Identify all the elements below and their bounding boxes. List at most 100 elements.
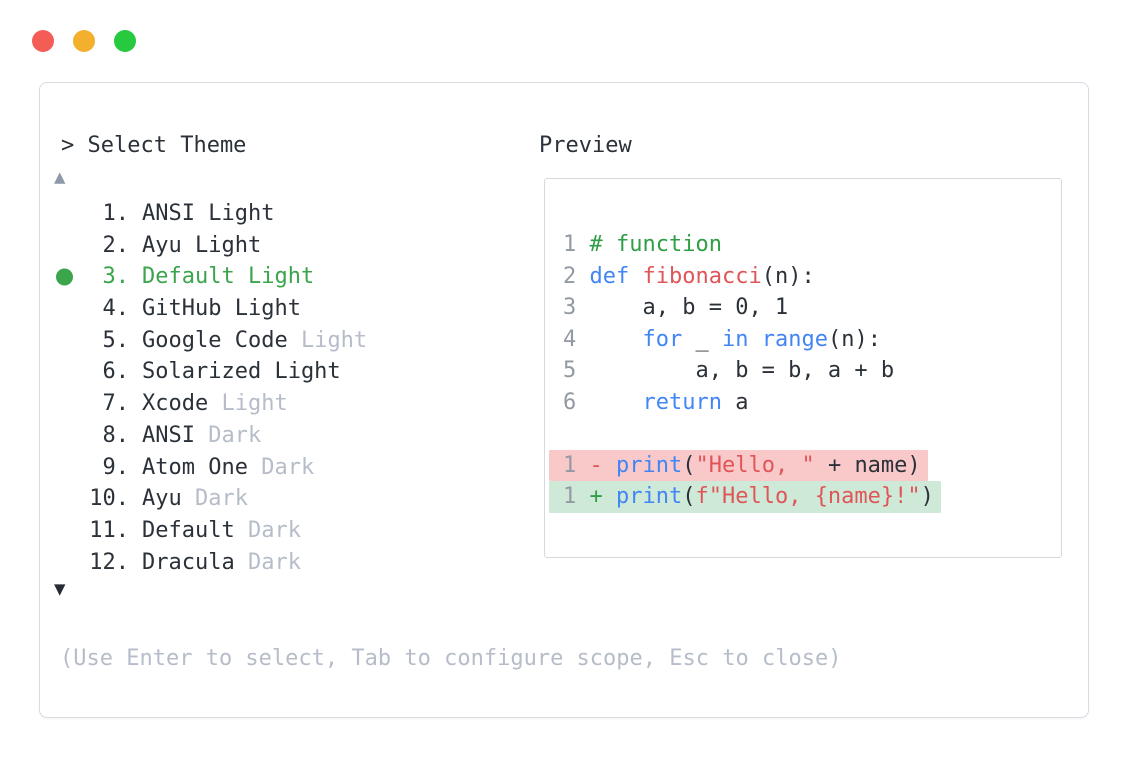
code-token-kw: return: [642, 389, 722, 415]
select-theme-prompt: > Select Theme: [61, 133, 247, 158]
close-button[interactable]: [32, 30, 54, 52]
theme-item-solarized-light[interactable]: 6. Solarized Light: [40, 356, 520, 388]
theme-item-label-muted: Dark: [234, 549, 301, 575]
theme-item-label: Dracula: [142, 549, 235, 575]
code-token-txt: [590, 390, 643, 415]
code-token-txt: [590, 327, 643, 352]
theme-item-label: ANSI Light: [142, 201, 275, 226]
code-token-num: 6: [563, 389, 590, 415]
code-token-txt: [629, 264, 642, 289]
theme-item-default-light[interactable]: 3. Default Light: [40, 261, 520, 293]
help-text: (Use Enter to select, Tab to configure s…: [60, 646, 842, 671]
theme-item-label-muted: Dark: [234, 517, 301, 543]
code-token-txt: (n):: [761, 263, 815, 289]
code-token-txt: + name): [814, 452, 921, 478]
code-token-num: 5: [563, 358, 590, 384]
code-token-txt: ): [920, 484, 934, 510]
theme-item-label: GitHub Light: [142, 296, 301, 322]
theme-item-label: Default: [142, 517, 235, 543]
code-token-com: # function: [589, 232, 722, 258]
code-token-kw: for: [642, 326, 683, 352]
theme-item-number: 12.: [89, 549, 129, 575]
code-token-num: 1: [563, 452, 590, 478]
zoom-button[interactable]: [114, 30, 136, 52]
theme-item-ayu-dark[interactable]: 10. Ayu Dark: [40, 483, 520, 515]
code-token-txt: (n):: [827, 326, 881, 352]
code-token-kw: range: [761, 326, 828, 352]
code-token-str: f"Hello, {name}!": [695, 484, 921, 510]
scroll-down-icon[interactable]: ▼: [54, 578, 66, 600]
theme-item-label: Default Light: [142, 264, 315, 290]
theme-item-label-muted: Dark: [247, 454, 315, 480]
theme-item-atom-one-dark[interactable]: 9. Atom One Dark: [40, 452, 520, 484]
theme-item-label-muted: Light: [287, 327, 368, 353]
code-token-txt: a, b = 0, 1: [589, 295, 789, 321]
code-line: 4 for _ in range(n):: [545, 324, 1061, 356]
code-line: 1 # function: [545, 229, 1061, 261]
code-token-num: 3: [563, 295, 590, 321]
code-token-txt: a, b = b, a + b: [589, 358, 895, 384]
theme-item-number: 8.: [102, 422, 130, 448]
code-token-kw: print: [616, 484, 683, 510]
theme-item-number: 1.: [102, 201, 130, 226]
code-token-kw: in: [721, 326, 749, 352]
theme-item-label: Google Code: [142, 327, 288, 353]
code-token-num: 1: [563, 484, 590, 510]
preview-label: Preview: [539, 133, 632, 158]
theme-item-label-muted: Dark: [194, 422, 262, 448]
code-token-add: +: [589, 484, 616, 510]
theme-item-number: 3.: [102, 264, 130, 290]
code-token-kw: def: [589, 263, 630, 289]
code-token-kw: print: [616, 452, 683, 478]
theme-item-label: Ayu: [142, 486, 182, 512]
code-token-fn: fibonacci: [642, 263, 762, 289]
diff-added-line: 1 + print(f"Hello, {name}!"): [545, 481, 1061, 513]
code-token-num: 1: [563, 232, 590, 258]
code-token-num: 2: [563, 263, 590, 289]
theme-item-default-dark[interactable]: 11. Default Dark: [40, 515, 520, 547]
minimize-button[interactable]: [73, 30, 95, 52]
diff-removed-line: 1 - print("Hello, " + name): [545, 449, 1061, 481]
theme-item-github-light[interactable]: 4. GitHub Light: [40, 293, 520, 325]
theme-item-google-code-light[interactable]: 5.Google Code Light: [40, 325, 520, 357]
selected-dot-icon: [56, 268, 73, 286]
theme-item-number: 11.: [89, 517, 129, 543]
theme-item-label-muted: Light: [208, 391, 288, 417]
code-line: 2 def fibonacci(n):: [545, 261, 1061, 293]
theme-item-label: Xcode: [142, 391, 209, 417]
code-token-txt: (: [682, 452, 696, 478]
theme-item-label: ANSI: [142, 422, 195, 448]
theme-item-ansi-dark[interactable]: 8. ANSI Dark: [40, 420, 520, 452]
theme-item-number: 2.: [102, 232, 130, 258]
theme-item-label: Solarized Light: [142, 359, 341, 385]
theme-picker-panel: > Select Theme ▲ 1. ANSI Light 2. Ayu Light…: [39, 82, 1089, 718]
theme-item-number: 9.: [102, 454, 130, 480]
theme-item-label-muted: Dark: [181, 486, 248, 512]
code-line: 5 a, b = b, a + b: [545, 355, 1061, 387]
theme-item-label: Atom One: [142, 454, 248, 480]
theme-item-number: 4.: [102, 296, 130, 322]
theme-item-ansi-light[interactable]: 1. ANSI Light: [40, 198, 520, 230]
theme-item-number: 10.: [89, 486, 129, 512]
code-token-str: "Hello, ": [695, 452, 815, 478]
theme-item-number: 7.: [102, 391, 130, 417]
code-token-txt: a: [721, 389, 749, 415]
code-line: 3 a, b = 0, 1: [545, 292, 1061, 324]
scroll-up-icon[interactable]: ▲: [54, 166, 66, 188]
code-token-del: -: [589, 452, 616, 478]
theme-item-label: Ayu Light: [142, 232, 262, 258]
theme-item-dracula-dark[interactable]: 12. Dracula Dark: [40, 547, 520, 579]
code-token-txt: _: [682, 326, 722, 352]
code-line: 6 return a: [545, 387, 1061, 419]
code-token-num: 4: [563, 326, 590, 352]
window-controls: [32, 30, 136, 52]
blank-line: [545, 418, 1061, 450]
code-token-txt: (: [682, 484, 696, 510]
theme-item-number: 6.: [102, 359, 130, 385]
theme-item-xcode-light[interactable]: 7. Xcode Light: [40, 388, 520, 420]
theme-item-ayu-light[interactable]: 2. Ayu Light: [40, 230, 520, 262]
